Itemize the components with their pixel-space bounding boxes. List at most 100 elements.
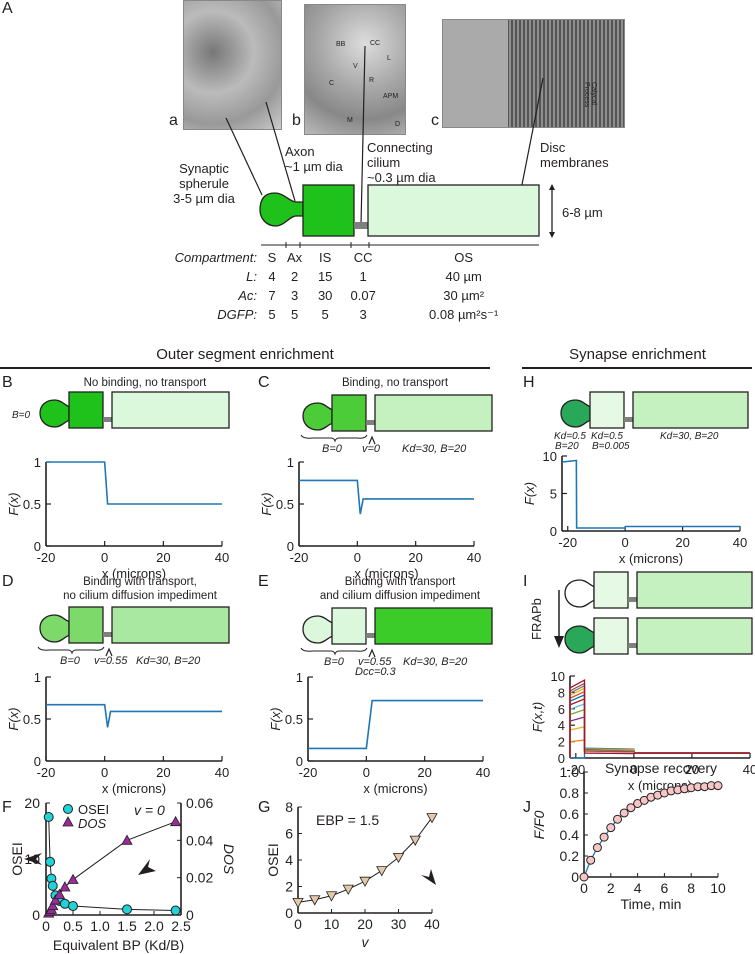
annot-b: B=0 bbox=[12, 410, 31, 421]
data-point bbox=[325, 891, 338, 902]
annot-h-b2: B=0.005 bbox=[592, 441, 630, 452]
annot-h-kd1: Kd=0.5 bbox=[554, 431, 586, 442]
x-tick-label: 2.0 bbox=[144, 918, 164, 934]
x-tick-label: -20 bbox=[37, 765, 56, 780]
axon-callout: Axon ~1 µm dia bbox=[285, 144, 343, 174]
row-header: Ac: bbox=[238, 288, 257, 303]
x-tick-label: 0 bbox=[363, 765, 370, 780]
x-axis-label: x (microns) bbox=[619, 551, 683, 566]
row-header: L: bbox=[246, 269, 257, 284]
x-axis-label: x (microns) bbox=[354, 566, 418, 581]
callout-line-cilium bbox=[360, 45, 366, 226]
cell: 30 bbox=[317, 288, 333, 303]
x-tick-label: 40 bbox=[215, 550, 229, 565]
data-point bbox=[579, 872, 589, 882]
x-tick-label: 40 bbox=[476, 765, 490, 780]
cell: 3 bbox=[359, 307, 367, 322]
arrow-down-icon bbox=[554, 636, 564, 648]
cell-schematics bbox=[37, 391, 753, 658]
callout-line: cilium bbox=[367, 155, 401, 170]
osei-point bbox=[45, 856, 56, 867]
data-point bbox=[392, 852, 405, 864]
data-point bbox=[342, 884, 354, 895]
x-tick-label: 0 bbox=[42, 918, 50, 934]
annot-c-kd: Kd=30, B=20 bbox=[402, 443, 467, 455]
em-label: BB bbox=[336, 41, 346, 48]
annot-h-kd3: Kd=30, B=20 bbox=[660, 431, 719, 442]
data-point bbox=[376, 866, 388, 877]
osei-point bbox=[43, 812, 54, 822]
data-point bbox=[592, 843, 602, 853]
y-tick-label: 8 bbox=[558, 685, 565, 700]
y-tick-label: 0.5 bbox=[276, 497, 294, 512]
table-row: L: 4 2 15 1 40 µm bbox=[153, 267, 545, 286]
osei-point bbox=[170, 905, 181, 916]
title-line: no cilium diffusion impediment bbox=[63, 590, 217, 602]
cell: S bbox=[267, 250, 277, 265]
cell: 3 bbox=[290, 288, 299, 303]
y-tick-label: 6 bbox=[558, 702, 565, 717]
schematic-b bbox=[39, 391, 230, 429]
panel-label-e: E bbox=[258, 573, 269, 590]
annot-h-kd2: Kd=0.5 bbox=[591, 431, 623, 442]
panel-label-i: I bbox=[523, 573, 528, 590]
callout-line-spherule bbox=[225, 117, 263, 196]
y-tick-label-right: 0.02 bbox=[186, 870, 213, 886]
y-tick-label: 0.5 bbox=[23, 497, 41, 512]
cell: 5 bbox=[290, 307, 299, 322]
panel-d-title: Binding with transport, no cilium diffus… bbox=[40, 575, 240, 603]
legend-marker-dos bbox=[62, 816, 74, 827]
callout-line: ~0.3 µm dia bbox=[367, 170, 436, 185]
title-line: and cilium diffusion impediment bbox=[319, 590, 481, 602]
x-tick-label: 0 bbox=[630, 762, 637, 777]
cell: 15 bbox=[317, 269, 333, 284]
y-tick-label: 0 bbox=[296, 754, 303, 769]
data-point bbox=[586, 855, 596, 865]
data-point bbox=[292, 898, 304, 909]
title-line: Binding with transport bbox=[344, 576, 456, 588]
x-tick-label: 30 bbox=[391, 916, 407, 932]
callout-line: Synaptic bbox=[179, 161, 229, 176]
callout-line: Connecting bbox=[367, 140, 433, 155]
dos-point bbox=[53, 888, 66, 899]
data-point bbox=[359, 876, 371, 888]
arrow-up-icon bbox=[549, 184, 555, 190]
data-point bbox=[606, 823, 616, 833]
x-tick-label: 6 bbox=[661, 880, 669, 896]
chart-title: Synapse recovery bbox=[605, 760, 717, 776]
y-tick-label: 0.8 bbox=[560, 785, 580, 801]
title-line: Binding with transport, bbox=[83, 576, 197, 588]
annotation-v: v = 0 bbox=[134, 802, 165, 818]
y-tick-label: 1.0 bbox=[560, 764, 580, 780]
compartment-table: Compartment: S Ax IS CC OS L: 4 2 15 1 4… bbox=[153, 248, 545, 324]
callout-line: membranes bbox=[540, 155, 609, 170]
y-tick-label-right: 0 bbox=[186, 907, 194, 923]
y-tick-label: 10 bbox=[551, 669, 565, 684]
em-label-a: a bbox=[169, 112, 178, 129]
y-tick-label: 2 bbox=[558, 735, 565, 750]
spherule-callout: Synaptic spherule 3-5 µm dia bbox=[168, 161, 240, 206]
cell: IS bbox=[319, 250, 332, 265]
schematic-e bbox=[300, 607, 493, 658]
x-axis-label: x (microns) bbox=[102, 566, 166, 581]
table-row: Compartment: S Ax IS CC OS bbox=[153, 248, 545, 267]
y-axis-label: F(x) bbox=[6, 492, 21, 515]
x-tick-label: 20 bbox=[357, 916, 373, 932]
x-tick-label: 2 bbox=[607, 880, 615, 896]
panel-label-b: B bbox=[2, 374, 13, 391]
y-tick-label: 20 bbox=[24, 795, 40, 811]
x-tick-label: 40 bbox=[424, 916, 440, 932]
y-tick-label: 0 bbox=[34, 539, 41, 554]
callout-line: ~1 µm dia bbox=[285, 159, 343, 174]
series-line bbox=[569, 684, 750, 758]
x-tick-label: 0 bbox=[294, 916, 302, 932]
y-tick-label: 0.5 bbox=[23, 712, 41, 727]
series-line bbox=[569, 682, 750, 758]
y-tick-label: 4 bbox=[285, 852, 293, 868]
data-point bbox=[626, 803, 636, 813]
x-tick-label: -20 bbox=[566, 762, 585, 777]
cilium-shape bbox=[354, 222, 368, 229]
schematic-i-before bbox=[564, 571, 753, 609]
